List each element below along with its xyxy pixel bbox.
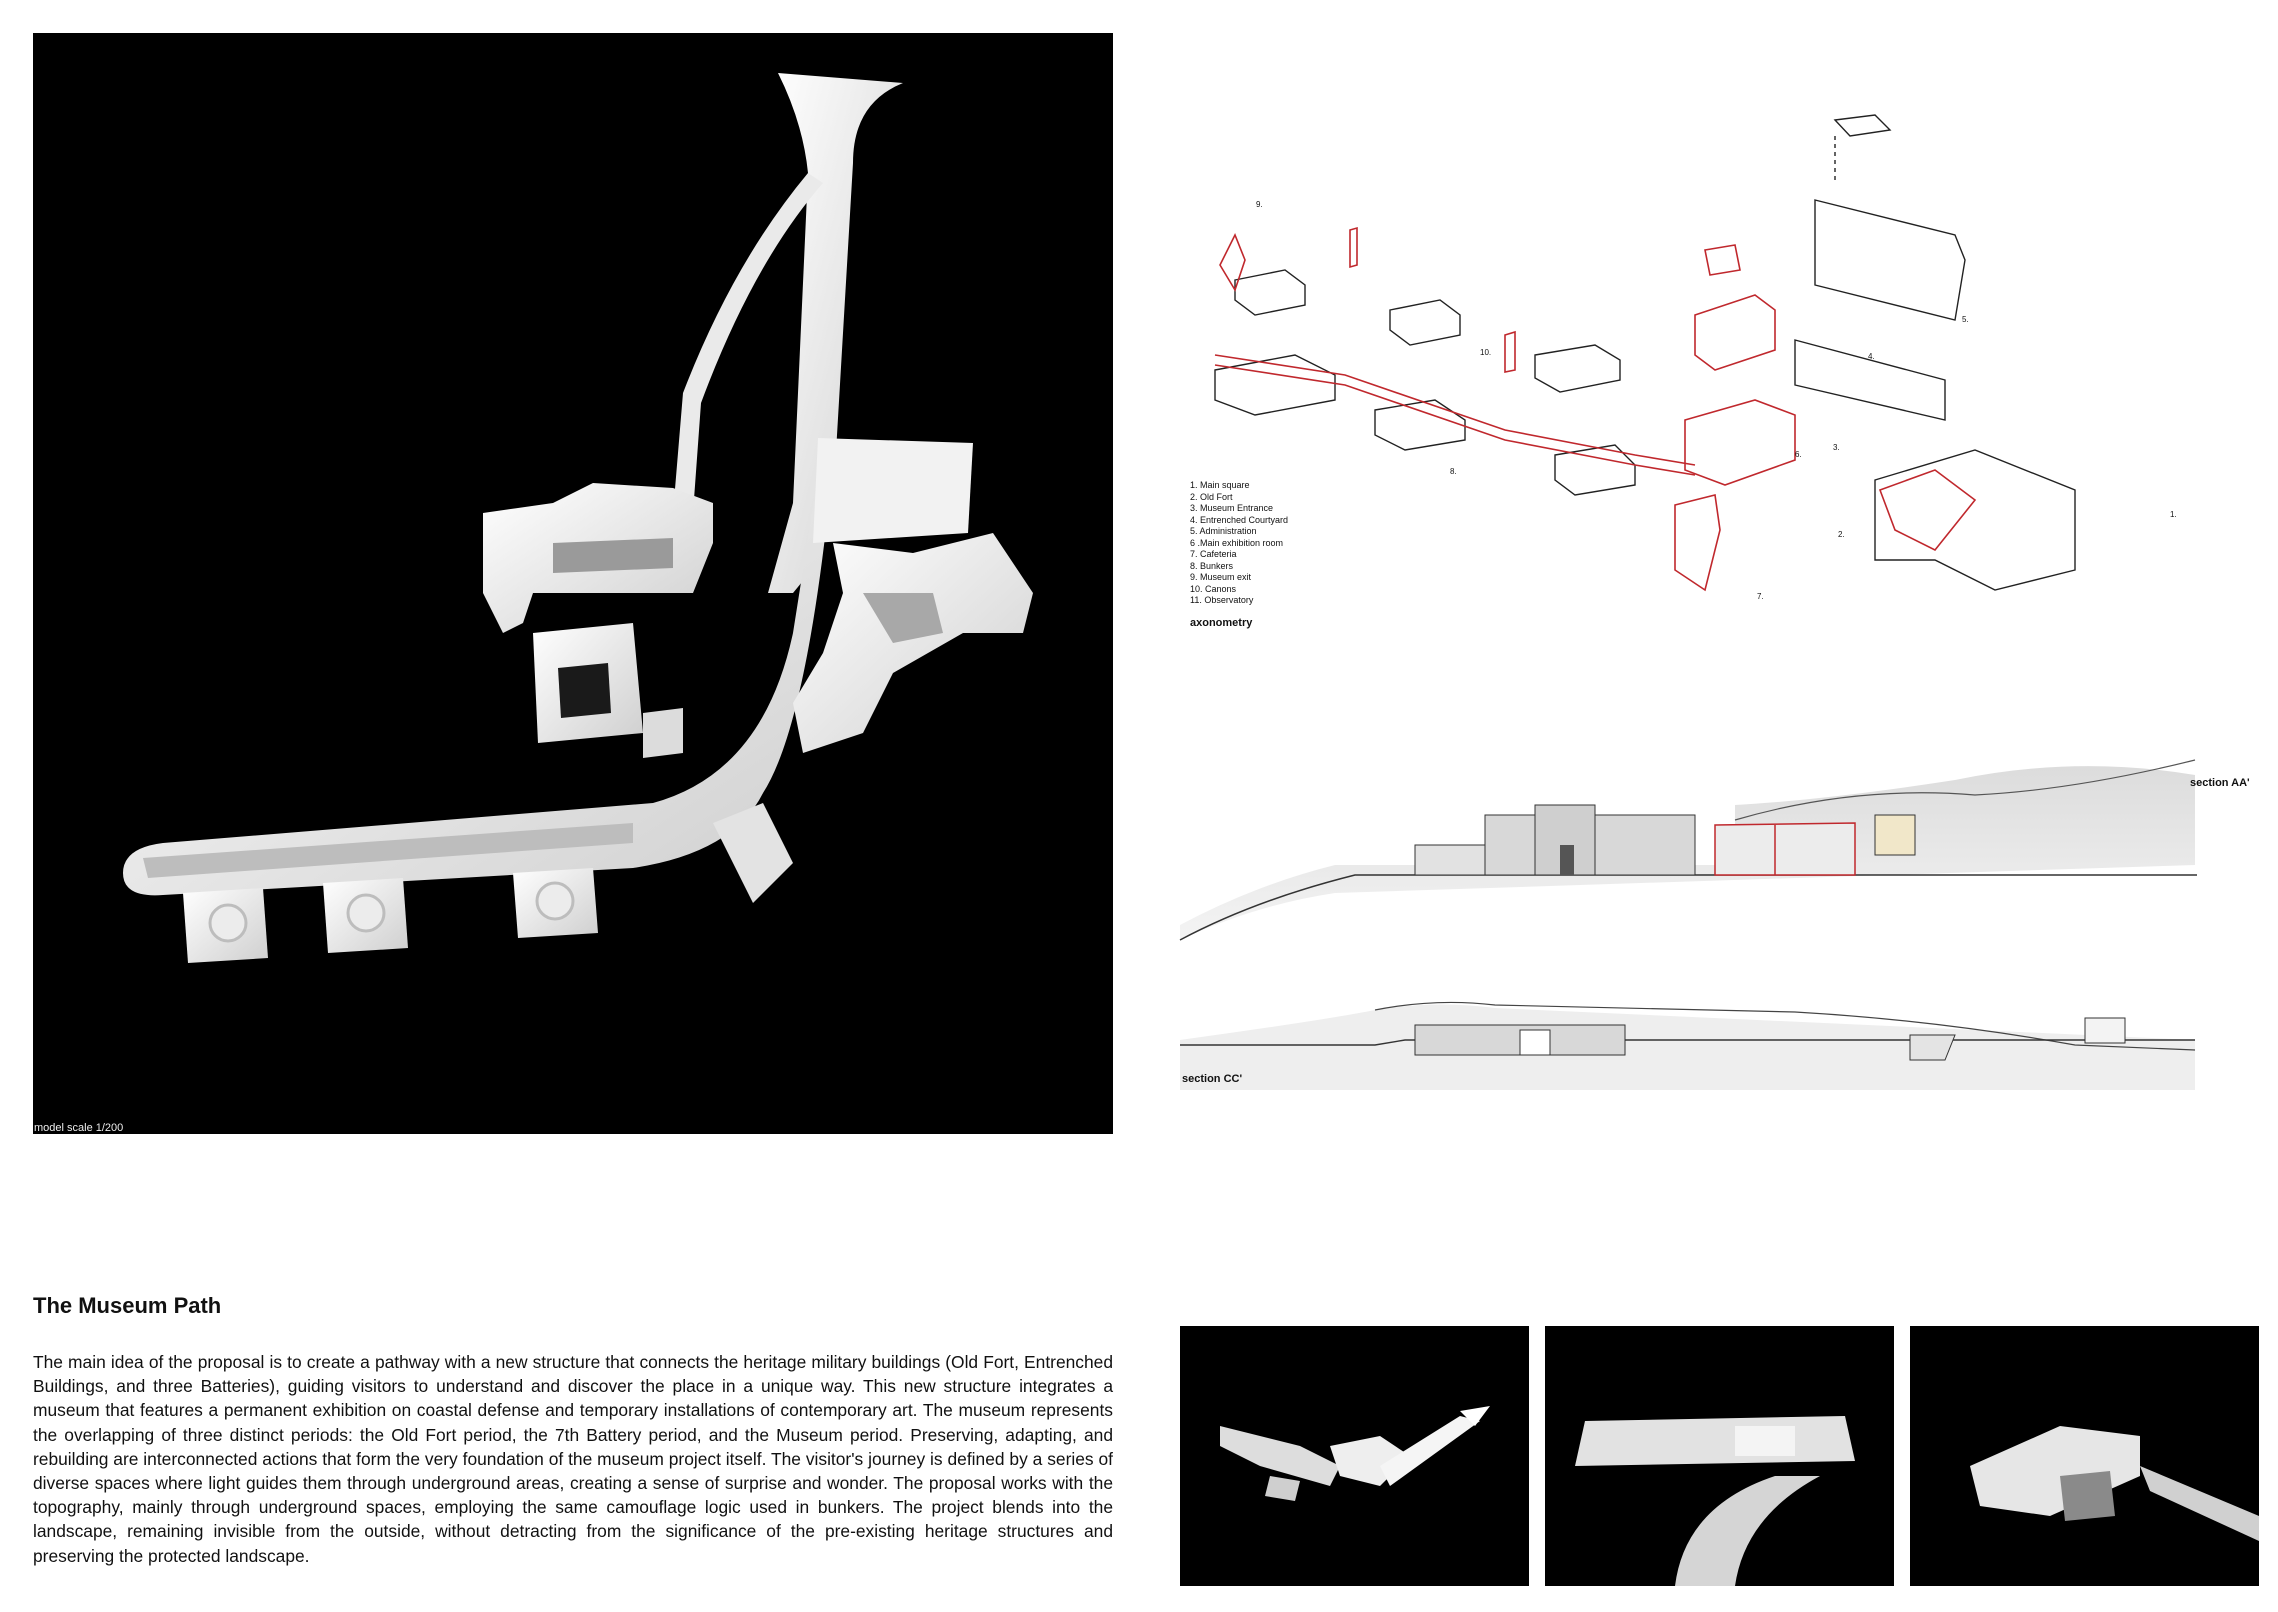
callout-10: 10. <box>1480 348 1492 357</box>
model-view-2 <box>1545 1326 1894 1586</box>
view1-ramp-shape <box>1380 1416 1480 1486</box>
section-cc-label: section CC' <box>1182 1073 1243 1085</box>
view3-block-shape <box>2060 1471 2115 1521</box>
cc-ground-line-shape <box>1180 1039 2195 1046</box>
model-scale-caption: model scale 1/200 <box>34 1122 124 1134</box>
terrain-fill-shape <box>1180 766 2195 940</box>
red-section-room-shape <box>1714 822 1856 876</box>
model-illustration <box>123 73 1033 963</box>
model-photo <box>33 33 1113 1134</box>
museum-exit-shape <box>1219 233 1246 292</box>
cc-block-shape <box>1909 1034 1956 1061</box>
square-void-shape <box>558 663 611 718</box>
legend-item: 6 .Main exhibition room <box>1190 537 1284 548</box>
view3-fort-shape <box>1970 1426 2140 1516</box>
legend-item: 4. Entrenched Courtyard <box>1190 514 1289 525</box>
section-aa-drawing <box>1175 715 2205 950</box>
legend-item: 11. Observatory <box>1190 595 1254 605</box>
battery-1-gun-shape <box>208 903 248 943</box>
path-rail-shape <box>143 823 633 878</box>
model-view-3-illustration <box>1970 1426 2259 1541</box>
entrance-ramp-shape <box>1674 494 1721 592</box>
old-fort-inner-shape <box>863 593 943 643</box>
cc-room-shape <box>1519 1029 1551 1056</box>
cc-terrain-fill-shape <box>1180 1004 2195 1090</box>
battery-3-gun-shape <box>535 881 575 921</box>
battery-2-gun-shape <box>346 893 386 933</box>
section-cc-illustration <box>1180 1001 2196 1090</box>
section-cc-drawing <box>1175 990 2205 1100</box>
view3-road-shape <box>2140 1466 2259 1541</box>
section-aa-illustration <box>1179 759 2197 941</box>
section-aa-label: section AA' <box>2190 777 2250 789</box>
view1-path-shape <box>1220 1426 1340 1486</box>
axonometry-legend: 1. Main square 2. Old Fort 3. Museum Ent… <box>1190 480 1288 607</box>
section-heading: The Museum Path <box>33 1293 222 1318</box>
administration-shape <box>1814 199 1966 321</box>
main-hall-shape <box>1684 399 1796 486</box>
wall-section-shape <box>1414 844 1486 876</box>
bunker-2-shape <box>1374 399 1466 451</box>
axonometry-illustration <box>1214 114 2076 592</box>
red-path-shape <box>1214 354 1696 466</box>
callout-5: 5. <box>1962 315 1969 324</box>
legend-item: 8. Bunkers <box>1190 560 1234 571</box>
view2-fort-shape <box>1575 1416 1855 1466</box>
callout-3: 3. <box>1833 443 1840 452</box>
canon-1-shape <box>1234 269 1306 316</box>
callout-1: 1. <box>2170 510 2177 519</box>
model-view-3 <box>1910 1326 2259 1586</box>
legend-item: 7. Cafeteria <box>1190 549 1237 559</box>
museum-entrance-red-shape <box>1878 469 1977 552</box>
small-block-shape <box>643 708 683 758</box>
red-pillar-2-shape <box>1349 226 1358 269</box>
red-pillar-shape <box>1504 330 1516 373</box>
cafeteria-axo-shape <box>1554 444 1636 496</box>
bunker-1-shape <box>1214 354 1336 416</box>
model-view-1 <box>1180 1326 1529 1586</box>
model-view-2-illustration <box>1575 1416 1855 1586</box>
axonometry-drawing: 9. 10. 8. 5. 4. 3. 2. 1. 6. 7. <box>1175 100 2195 640</box>
callout-4: 4. <box>1868 352 1875 361</box>
canon-2-shape <box>1389 299 1461 346</box>
legend-item: 10. Canons <box>1190 583 1237 594</box>
legend-item: 5. Administration <box>1190 526 1257 536</box>
ramp-shape <box>768 73 903 593</box>
callout-6: 6. <box>1795 450 1802 459</box>
plaza-shape <box>813 438 973 543</box>
view2-road-shape <box>1675 1476 1820 1586</box>
old-fort-shape <box>793 533 1033 753</box>
bunker-3-shape <box>1534 344 1621 393</box>
courtyard-shape <box>1794 339 1946 421</box>
description-paragraph: The main idea of the proposal is to crea… <box>33 1352 1113 1566</box>
axonometry-title: axonometry <box>1190 617 1253 629</box>
callout-7: 7. <box>1757 592 1764 601</box>
cc-hill-line-shape <box>1374 1001 2196 1051</box>
old-fort-axo-shape <box>1874 449 2076 591</box>
entrance-pavilion-shape <box>1874 814 1916 856</box>
legend-item: 1. Main square <box>1190 480 1250 490</box>
ramp-branch-shape <box>673 173 823 513</box>
view1-arrow-shape <box>1460 1406 1490 1426</box>
red-path-edge-shape <box>1214 364 1696 476</box>
view2-building-shape <box>1735 1426 1795 1456</box>
legend-item: 3. Museum Entrance <box>1190 503 1274 513</box>
view1-battery-shape <box>1265 1476 1300 1501</box>
legend-item: 9. Museum exit <box>1190 572 1252 582</box>
model-view-1-illustration <box>1220 1406 1490 1501</box>
ground-line-shape <box>1179 874 2197 941</box>
callout-8: 8. <box>1450 467 1457 476</box>
callout-2: 2. <box>1838 530 1845 539</box>
main-hall-upper-shape <box>1694 294 1776 371</box>
gate-shape <box>1560 845 1574 875</box>
legend-item: 2. Old Fort <box>1190 491 1233 502</box>
hill-profile-shape <box>1734 759 2196 821</box>
fort-courtyard-shape <box>553 538 673 573</box>
cc-observatory-shape <box>2084 1017 2126 1044</box>
roof-plate-shape <box>1833 114 1892 137</box>
red-box-1-shape <box>1704 244 1741 276</box>
callout-9: 9. <box>1256 200 1263 209</box>
main-path-shape <box>123 443 833 896</box>
cafeteria-shape <box>713 803 793 903</box>
